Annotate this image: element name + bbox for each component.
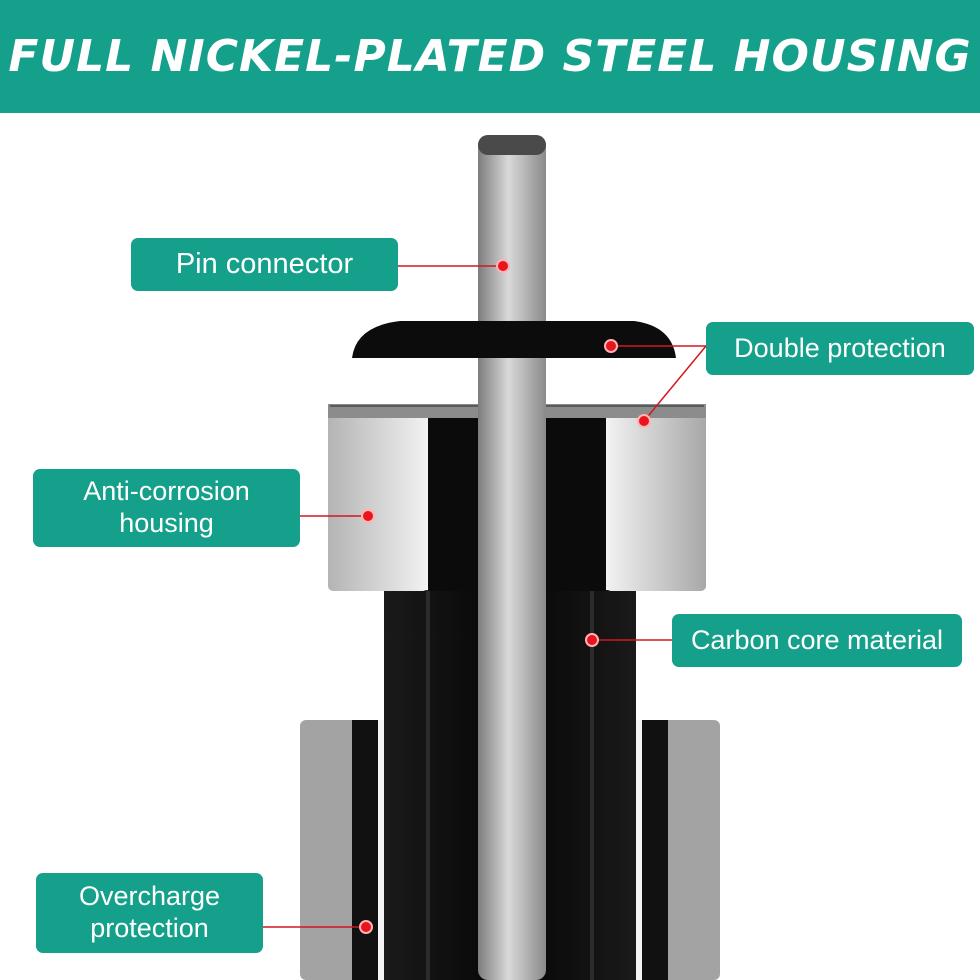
- label-anti-corrosion-text: Anti-corrosion housing: [83, 476, 250, 538]
- page-title: FULL NICKEL-PLATED STEEL HOUSING: [8, 31, 972, 82]
- marker-overcharge: [359, 920, 373, 934]
- label-double-protection: Double protection: [706, 322, 974, 375]
- marker-cap: [604, 339, 618, 353]
- double-protection-cap: [352, 321, 676, 358]
- label-pin-connector-text: Pin connector: [175, 248, 354, 281]
- marker-core: [585, 633, 599, 647]
- label-carbon-core: Carbon core material: [672, 614, 962, 667]
- label-overcharge-text: Overcharge protection: [78, 881, 221, 943]
- label-pin-connector: Pin connector: [131, 238, 398, 291]
- label-anti-corrosion: Anti-corrosion housing: [33, 469, 300, 547]
- marker-shoulder: [637, 414, 651, 428]
- header-banner: FULL NICKEL-PLATED STEEL HOUSING: [0, 0, 980, 113]
- label-double-protection-text: Double protection: [734, 332, 946, 363]
- marker-pin: [496, 259, 510, 273]
- leader-lines: [263, 265, 707, 928]
- label-overcharge: Overcharge protection: [36, 873, 263, 953]
- pin-connector-shaft: [478, 135, 546, 980]
- label-carbon-core-text: Carbon core material: [690, 624, 944, 655]
- marker-dots: [359, 259, 651, 934]
- overcharge-shell: [300, 720, 720, 980]
- marker-housing: [361, 509, 375, 523]
